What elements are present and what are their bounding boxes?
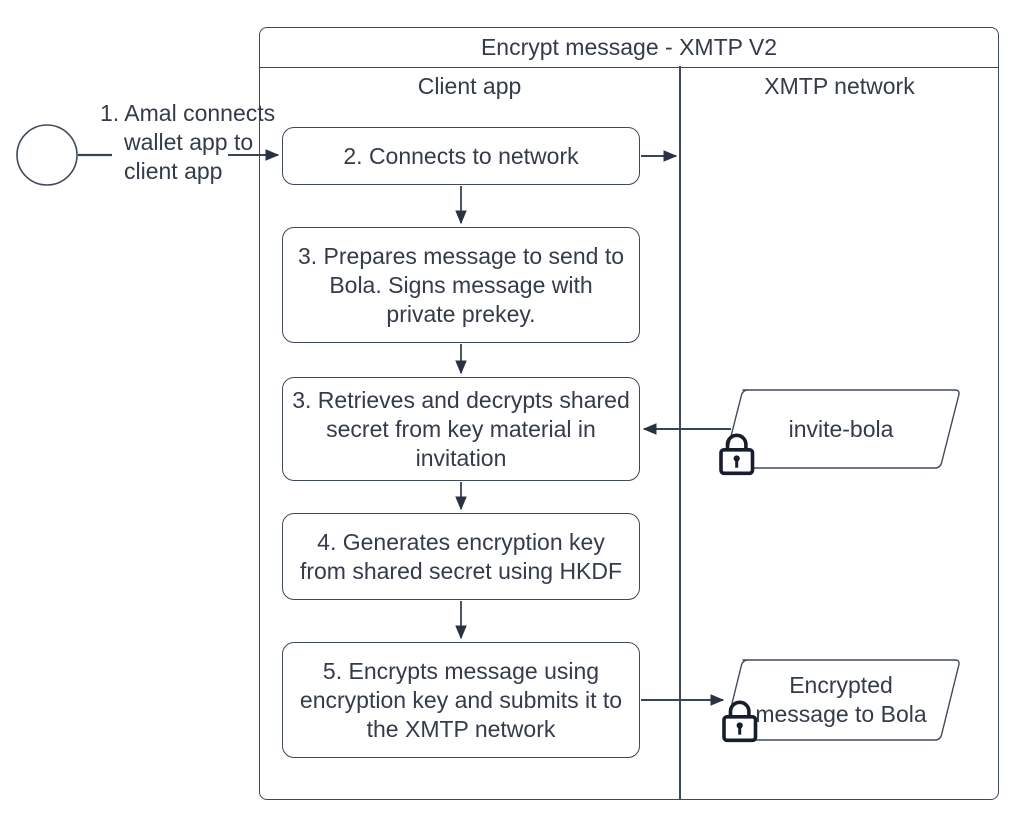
lock-icon xyxy=(719,433,755,476)
step-retrieves-secret: 3. Retrieves and decrypts shared secret … xyxy=(282,377,640,481)
encrypted-message-parallelogram xyxy=(723,659,960,741)
start-circle xyxy=(16,124,78,186)
lock-icon xyxy=(722,700,758,743)
encrypted-message-label: Encrypted message to Bola xyxy=(755,672,927,727)
lane-header-client-app: Client app xyxy=(417,72,522,99)
invite-bola-parallelogram xyxy=(723,389,960,469)
step-generates-key: 4. Generates encryption key from shared … xyxy=(282,513,640,600)
lane-divider xyxy=(679,66,681,800)
lane-header-xmtp-network: XMTP network xyxy=(764,72,915,99)
step-connects-to-network: 2. Connects to network xyxy=(282,127,640,185)
pool-title: Encrypt message - XMTP V2 xyxy=(260,28,998,68)
start-edge-label: 1. Amal connects wallet app to client ap… xyxy=(100,100,276,184)
invite-bola-label: invite-bola xyxy=(788,415,894,442)
step-encrypts-message: 5. Encrypts message using encryption key… xyxy=(282,642,640,758)
step-prepares-message: 3. Prepares message to send to Bola. Sig… xyxy=(282,227,640,343)
